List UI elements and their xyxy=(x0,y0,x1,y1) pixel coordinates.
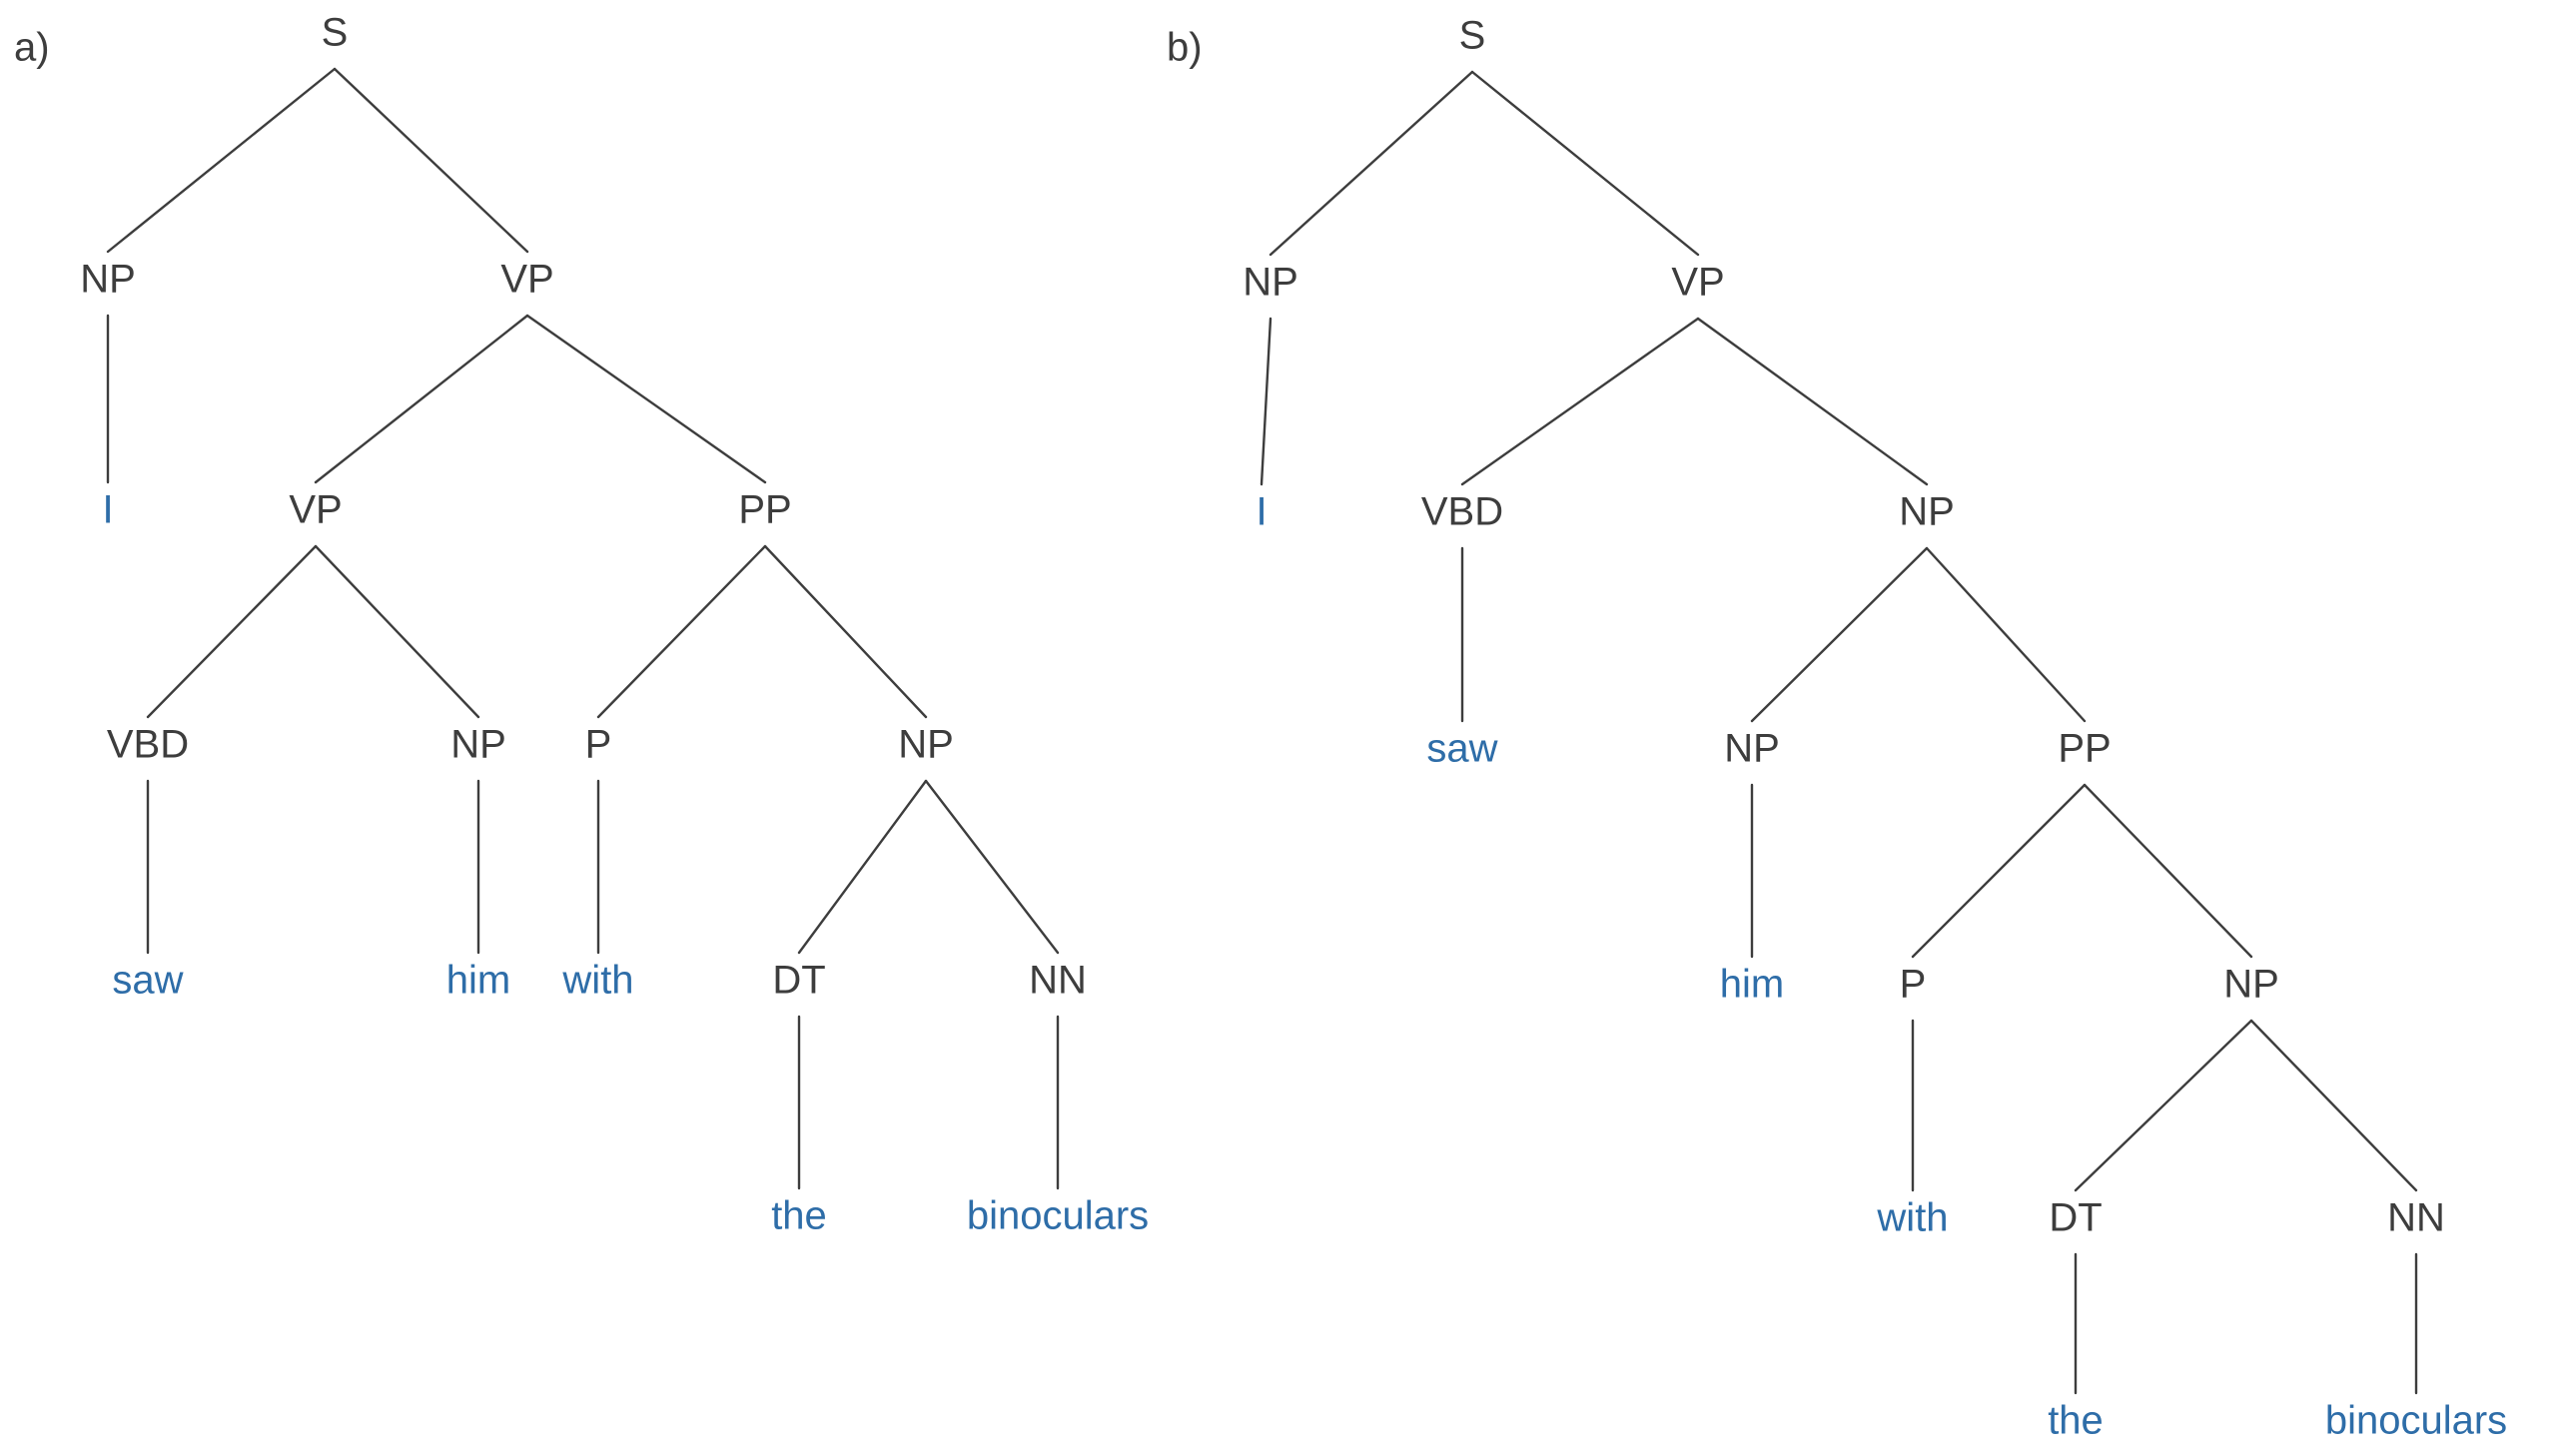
tree-edge xyxy=(924,779,1060,955)
tree-edge xyxy=(314,544,480,719)
panel-labels-layer: a) b) xyxy=(14,26,1203,70)
tree-leaf-a-him: him xyxy=(446,959,510,1003)
tree-edge xyxy=(106,67,337,254)
tree-edge xyxy=(763,544,928,719)
tree-edge xyxy=(1925,546,2087,723)
edges-layer xyxy=(106,67,2418,1395)
tree-edge xyxy=(2249,1019,2418,1192)
panel-label-b: b) xyxy=(1167,26,1203,70)
tree-node-b-PP: PP xyxy=(2058,727,2111,771)
tree-edge xyxy=(314,314,529,484)
tree-leaf-b-with: with xyxy=(1876,1196,1948,1240)
tree-edge xyxy=(2083,783,2253,959)
panel-label-a: a) xyxy=(14,26,50,70)
tree-node-a-DT: DT xyxy=(772,959,825,1003)
tree-leaf-a-saw: saw xyxy=(112,959,183,1003)
tree-node-a-VBD: VBD xyxy=(107,723,189,767)
tree-leaf-a-bino: binoculars xyxy=(967,1194,1149,1238)
tree-edge xyxy=(1269,70,1474,257)
tree-edge xyxy=(1460,317,1700,486)
tree-leaf-b-saw: saw xyxy=(1426,727,1497,771)
tree-leaf-b-him: him xyxy=(1720,963,1784,1007)
tree-node-a-NN: NN xyxy=(1029,959,1087,1003)
tree-edge xyxy=(797,779,928,955)
tree-node-b-NP3: NP xyxy=(1724,727,1780,771)
tree-leaf-b-bino: binoculars xyxy=(2325,1399,2507,1443)
tree-node-a-S: S xyxy=(322,11,349,55)
tree-node-b-NP4: NP xyxy=(2223,963,2279,1007)
tree-leaf-a-with: with xyxy=(561,959,633,1003)
tree-edge xyxy=(1911,783,2087,959)
tree-node-b-VP: VP xyxy=(1671,261,1724,305)
tree-edge xyxy=(1260,317,1273,486)
tree-edge xyxy=(525,314,767,484)
tree-node-a-VP1: VP xyxy=(500,258,553,302)
tree-edge xyxy=(1696,317,1929,486)
tree-node-b-VBD: VBD xyxy=(1421,490,1503,534)
tree-node-a-NP3: NP xyxy=(898,723,954,767)
tree-edge xyxy=(2074,1019,2253,1192)
tree-edge xyxy=(1750,546,1929,723)
tree-node-b-P: P xyxy=(1900,963,1927,1007)
tree-node-b-S: S xyxy=(1459,14,1486,58)
tree-node-a-P: P xyxy=(585,723,612,767)
tree-leaf-b-the: the xyxy=(2048,1399,2104,1443)
tree-node-b-DT: DT xyxy=(2049,1196,2102,1240)
tree-node-b-NN: NN xyxy=(2387,1196,2445,1240)
tree-node-b-NP2: NP xyxy=(1899,490,1955,534)
tree-edge xyxy=(146,544,318,719)
tree-edge xyxy=(1470,70,1700,257)
tree-node-a-NP2: NP xyxy=(450,723,506,767)
tree-edge xyxy=(333,67,529,254)
tree-node-a-VP2: VP xyxy=(289,488,342,532)
tree-leaf-a-the: the xyxy=(771,1194,827,1238)
tree-edge xyxy=(596,544,767,719)
tree-leaf-b-I: I xyxy=(1256,490,1267,534)
tree-node-a-NP1: NP xyxy=(80,258,136,302)
tree-node-b-NP1: NP xyxy=(1243,261,1298,305)
tree-node-a-PP: PP xyxy=(738,488,791,532)
tree-leaf-a-I: I xyxy=(102,488,113,532)
